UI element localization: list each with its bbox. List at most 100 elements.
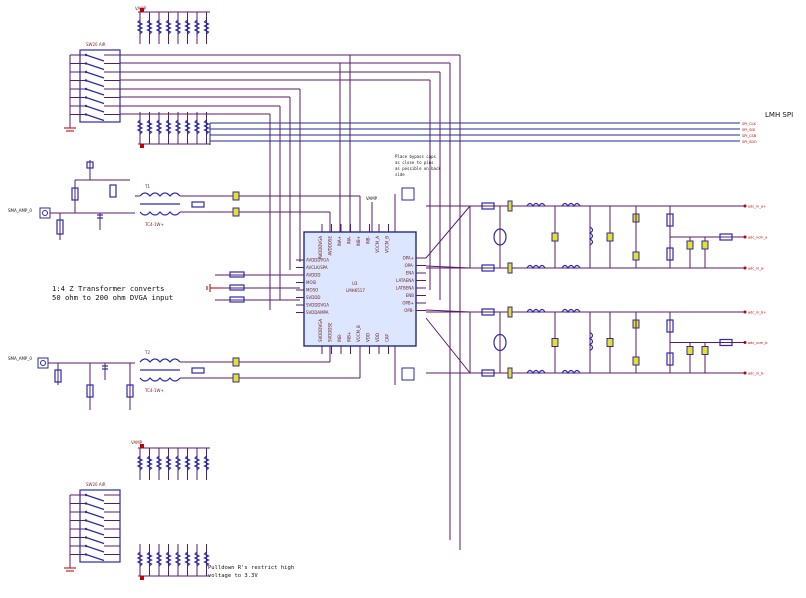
dip-switch-lever[interactable] [85,528,105,536]
dip-switch-lever[interactable] [85,553,105,562]
pulldown-note-line2: voltage to 3.3V [208,573,258,579]
resistor [136,119,144,135]
dip-switch-lever[interactable] [85,105,105,113]
spi-label-2: SPI_CSB [742,134,757,138]
t2-part: TC4-1W+ [144,388,164,393]
ic-pin-label: ENB [406,293,415,298]
dip-switch-lever[interactable] [85,54,105,62]
resistor [203,455,210,471]
ic-pin-label: CAP [385,333,390,342]
dip-switch-lever[interactable] [85,494,105,502]
ic-u3: VAMP U3 LMH6517 AVDDDVGA AVCLK/SPA AVDDD MO… [296,187,426,385]
resistor [136,551,144,567]
dip-switch-bottom: SW20 AIR [64,482,121,572]
dip-switch-bottom-label: SW20 AIR [86,482,106,487]
input-a-label: SMA_AMP_0 [8,208,32,213]
resistor [184,455,191,471]
resistor [136,455,144,471]
ic-pin-label: LATBENA [396,286,414,291]
input-b-network: SMA_AMP_0 T2 TC4-1W+ [8,346,361,410]
spi-bus: LMH SPI SPI_CLK SPI_SDI SPI_CSB SPI_SDO [209,111,793,145]
t2-label: T2 [144,350,150,355]
ic-pin-label: SVDDDSE [328,322,333,342]
ic-pin-label: MOSI [306,280,316,285]
ic-pin-label: OPB- [404,308,414,313]
resistor [155,551,163,567]
resistor [174,119,182,135]
dip-switch-lever[interactable] [85,62,105,71]
dip-switch-lever[interactable] [85,519,105,528]
output-net-label: adc_in_a+ [748,205,766,209]
ic-part: LMH6517 [346,288,365,293]
resistor [174,19,182,35]
ic-pin-label: AVDDD [306,273,320,278]
dip-switch-top: SW20 AIR [64,42,121,132]
spi-input-network [206,271,300,303]
dip-switch-lever[interactable] [85,536,105,545]
ic-name: U3 [352,281,358,286]
ic-pin-label: VDD [366,333,371,342]
bypass-note-line2: as close to pins [395,160,434,165]
dip-switch-lever[interactable] [85,113,105,122]
pulldown-note-line1: Pulldown R's restrict high [208,565,294,571]
output-net-label: adc_vcm_b [748,341,768,345]
resistor [165,551,172,567]
dip-switch-lever[interactable] [85,79,105,88]
control-bus-top [120,54,460,115]
ic-pin-label: AVCLK/SPA [306,265,328,270]
lmh-spi-label: LMH SPI [765,111,793,119]
output-filters: adc_in_a+adc_vcm_aadc_in_a-adc_in_b+adc_… [425,200,768,379]
resistor [203,119,210,135]
resistor [174,455,182,471]
resistor [155,119,163,135]
transformer-note-line2: 50 ohm to 200 ohm DVGA input [52,293,173,302]
dip-switch-lever[interactable] [85,502,105,511]
pulldown-array-top [136,112,210,148]
resistor [165,19,172,35]
pullup-array-bottom [136,444,210,480]
ic-pin-label: VOCM_B [356,325,361,342]
dip-switch-lever[interactable] [85,545,105,553]
resistor [193,19,201,35]
dip-switch-top-label: SW20 AIR [86,42,106,47]
dip-switch-lever[interactable] [85,96,105,105]
dip-switch-lever[interactable] [85,88,105,96]
resistor [146,551,153,567]
ic-pin-label: VDD [375,333,380,342]
ic-pin-label: SVDDD [306,295,321,300]
dip-switch-lever[interactable] [85,511,105,519]
transformer-note-line1: 1:4 Z Transformer converts [52,284,165,293]
ic-pin-label: AVDDDVGA [318,236,323,259]
output-net-label: adc_vcm_a [748,236,767,240]
bypass-note-line3: as possible on back [395,166,441,171]
resistor [136,19,144,35]
ic-pin-label: LATAENA [396,278,414,283]
bypass-note-line1: Place bypass caps [395,154,437,159]
t1-label: T1 [144,184,150,189]
ic-pin-label: SVDDDVGA [306,303,329,308]
ic-pin-label: INB+ [347,332,352,342]
ic-pin-label: OPA- [405,263,415,268]
ic-pin-label: INB- [366,235,371,244]
resistor [146,19,153,35]
input-b-label: SMA_AMP_0 [8,356,32,361]
ic-pin-label: SVDDAMPA [306,310,329,315]
spi-label-1: SPI_SDI [742,128,755,132]
resistor [146,455,153,471]
pullup-array-top [136,8,210,44]
resistor [193,551,201,567]
resistor [146,119,153,135]
ic-pin-label: SVDDDVGA [318,319,323,342]
dip-switch-lever[interactable] [85,71,105,79]
resistor [193,455,201,471]
resistor [174,551,182,567]
ic-pin-label: AVDDDVGA [306,258,329,263]
resistor [155,455,163,471]
resistor [184,19,191,35]
ic-pin-label: VOCM_A [375,236,380,253]
ic-pin-label: OPA+ [403,256,414,261]
vamp-ic-label: VAMP [366,196,378,201]
resistor [193,119,201,135]
input-a-network: SMA_AMP_0 T1 TC4-1W+ [8,160,361,240]
